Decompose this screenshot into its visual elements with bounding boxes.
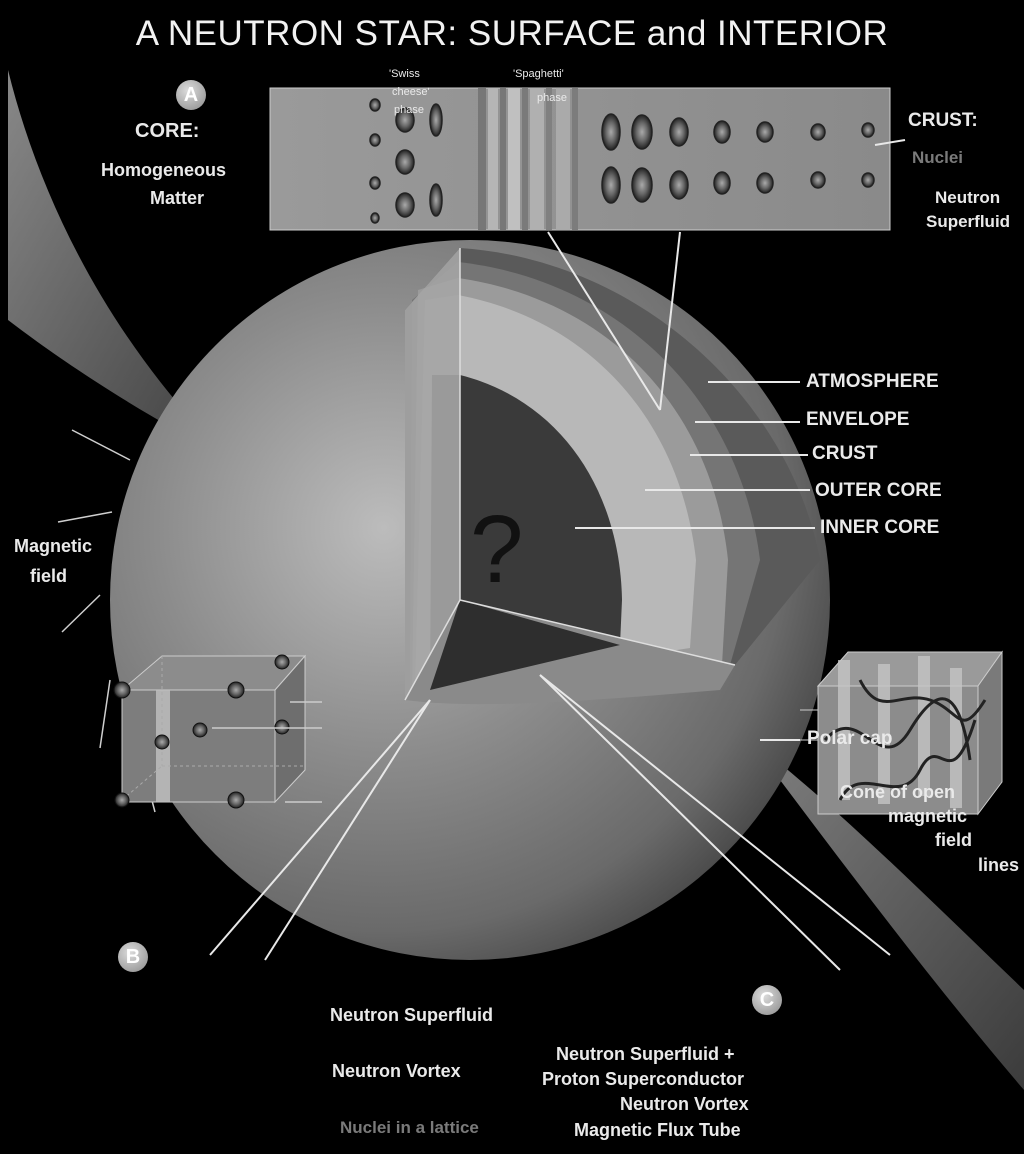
- b-nuclei-lattice: Nuclei in a lattice: [340, 1118, 479, 1138]
- panel-a-box: [270, 88, 890, 230]
- core-heading: CORE:: [135, 120, 199, 143]
- page-title: A NEUTRON STAR: SURFACE and INTERIOR: [0, 14, 1024, 54]
- c-line-4: Magnetic Flux Tube: [574, 1120, 741, 1141]
- core-line-1: Homogeneous: [101, 160, 226, 181]
- cone-line-1: Cone of open: [840, 782, 955, 803]
- spaghetti-line-2: phase: [537, 92, 567, 104]
- swiss-line-2: cheese': [392, 86, 430, 98]
- badge-c: C: [752, 985, 782, 1015]
- crust-heading: CRUST:: [908, 110, 978, 132]
- label-outer-core: OUTER CORE: [815, 480, 942, 502]
- badge-a: A: [176, 80, 206, 110]
- cone-line-3: field: [935, 830, 972, 851]
- label-crust: CRUST: [812, 443, 877, 465]
- b-neutron-vortex: Neutron Vortex: [332, 1061, 461, 1082]
- swiss-line-1: 'Swiss: [389, 68, 420, 80]
- crust-line-1: Neutron: [935, 188, 1000, 208]
- spaghetti-line-1: 'Spaghetti': [513, 68, 564, 80]
- label-envelope: ENVELOPE: [806, 409, 909, 431]
- cone-line-4: lines: [978, 855, 1019, 876]
- label-atmosphere: ATMOSPHERE: [806, 371, 939, 393]
- b-neutron-superfluid: Neutron Superfluid: [330, 1005, 493, 1026]
- crust-line-2: Superfluid: [926, 212, 1010, 232]
- label-inner-core: INNER CORE: [820, 517, 939, 539]
- cone-line-2: magnetic: [888, 806, 967, 827]
- spaghetti-stripes: [478, 88, 578, 230]
- c-line-1: Neutron Superfluid +: [556, 1044, 735, 1065]
- magnetic-field-line-2: field: [30, 566, 67, 587]
- c-line-3: Neutron Vortex: [620, 1094, 749, 1115]
- magnetic-field-line-1: Magnetic: [14, 536, 92, 557]
- inner-core-question-mark: ?: [470, 495, 523, 605]
- core-line-2: Matter: [150, 188, 204, 209]
- label-polar-cap: Polar cap: [807, 728, 893, 750]
- cutaway: [405, 248, 820, 704]
- badge-b: B: [118, 942, 148, 972]
- crust-nuclei: Nuclei: [912, 148, 963, 168]
- swiss-line-3: phase: [394, 104, 424, 116]
- c-line-2: Proton Superconductor: [542, 1069, 744, 1090]
- panel-b-cube: [114, 655, 322, 808]
